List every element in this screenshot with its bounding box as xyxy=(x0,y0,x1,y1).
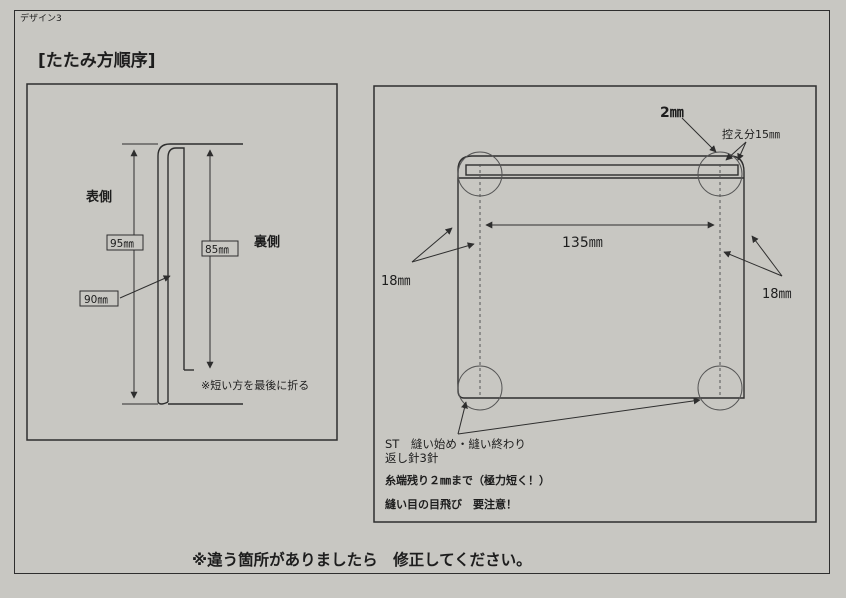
stitch-note-2: 返し針3針 xyxy=(385,451,439,465)
doc-label: デザイン3 xyxy=(20,14,62,24)
dim-90-box xyxy=(79,290,119,307)
document-frame xyxy=(14,10,830,574)
corner-circles xyxy=(457,151,743,411)
page-title: [たたみ方順序] xyxy=(38,51,156,71)
margin-note: 控え分15㎜ xyxy=(722,128,780,141)
dimension-95 xyxy=(122,143,158,405)
seam-lines xyxy=(479,164,721,398)
dim-135: 135㎜ xyxy=(562,235,603,251)
dim-95-text: 95㎜ xyxy=(110,238,134,250)
thread-note: 糸端残り２㎜まで（極力短く！） xyxy=(385,474,550,487)
dim-18-left: 18㎜ xyxy=(381,274,411,289)
pocket-outline xyxy=(457,155,745,399)
dim-85-box xyxy=(201,240,239,257)
inner-side-label: 裏側 xyxy=(254,235,281,250)
right-panel xyxy=(373,85,817,523)
dim-85-text: 85㎜ xyxy=(205,244,229,256)
outer-side-label: 表側 xyxy=(86,190,113,205)
fold-note: ※短い方を最後に折る xyxy=(201,379,310,392)
left-panel xyxy=(26,83,338,441)
dim-2mm: 2㎜ xyxy=(660,105,684,121)
leaders xyxy=(411,117,783,435)
footer-note: ※違う箇所がありましたら 修正してください。 xyxy=(192,551,532,569)
dimension-90-leader xyxy=(119,275,171,299)
fold-profile xyxy=(157,143,243,405)
dim-95-box xyxy=(106,234,144,251)
dim-18-right: 18㎜ xyxy=(762,287,792,302)
stitch-note-1: ST 縫い始め・縫い終わり xyxy=(385,437,526,451)
dim-90-text: 90㎜ xyxy=(84,294,108,306)
caution-note: 縫い目の目飛び 要注意！ xyxy=(385,498,517,511)
